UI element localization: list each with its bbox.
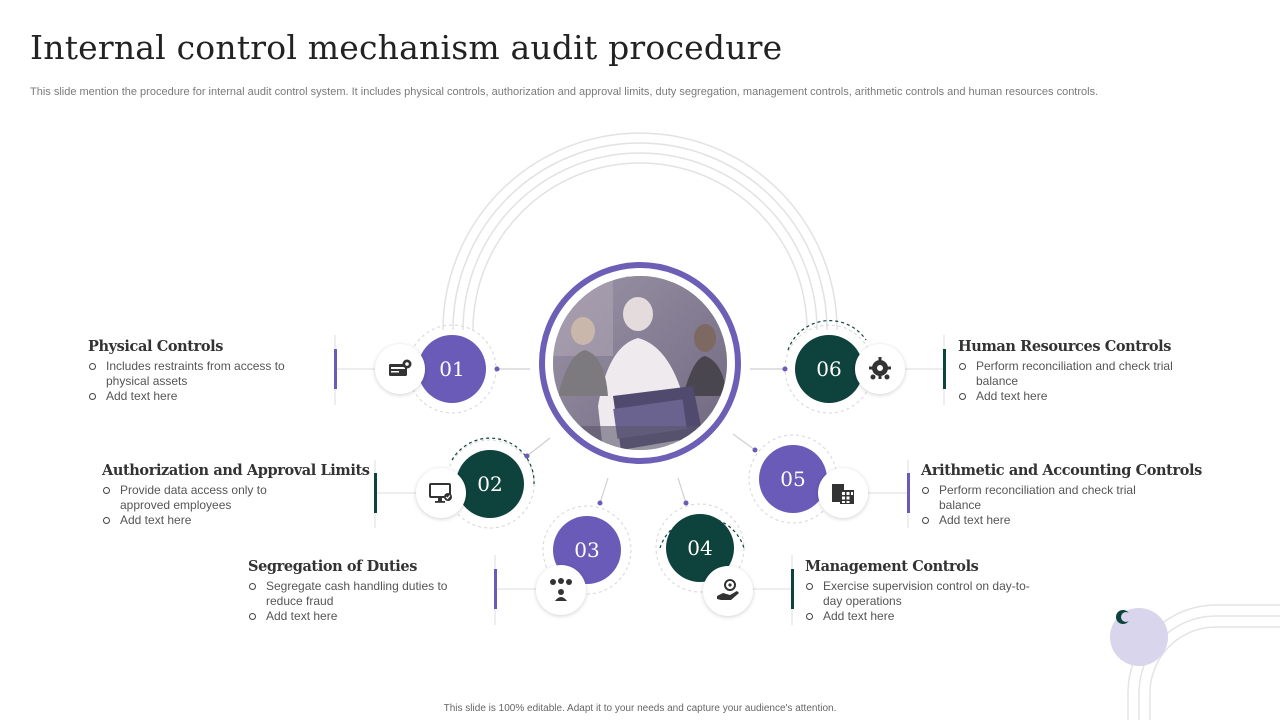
physical-controls-block: Physical Controls Includes restraints fr… (88, 338, 320, 404)
segregation-heading: Segregation of Duties (248, 558, 417, 575)
bullet-item: Add text here (958, 389, 1186, 404)
arithmetic-block: Arithmetic and Accounting Controls Perfo… (921, 462, 1202, 528)
human-resources-block: Human Resources Controls Perform reconci… (958, 338, 1186, 404)
accent-bar-06 (943, 349, 946, 389)
footer-note: This slide is 100% editable. Adapt it to… (443, 703, 837, 714)
authorization-block: Authorization and Approval Limits Provid… (102, 462, 370, 528)
card-gear-icon (375, 344, 425, 394)
bullet-item: Provide data access only to approved emp… (102, 483, 302, 513)
arithmetic-heading: Arithmetic and Accounting Controls (921, 462, 1202, 479)
calculator-icon (818, 468, 868, 518)
step-number-04: 04 (666, 514, 734, 582)
segregation-block: Segregation of Duties Segregate cash han… (248, 558, 474, 624)
step-number-06: 06 (795, 335, 863, 403)
bullet-item: Add text here (88, 389, 320, 404)
step-number-01: 01 (418, 335, 486, 403)
hand-gear-icon (703, 566, 753, 616)
accent-bar-05 (907, 473, 910, 513)
page-subtitle: This slide mention the procedure for int… (30, 86, 1099, 98)
bullet-item: Perform reconciliation and check trial b… (958, 359, 1186, 389)
physical-controls-heading: Physical Controls (88, 338, 223, 355)
team-meeting-photo (553, 276, 727, 450)
management-block: Management Controls Exercise supervision… (805, 558, 1045, 624)
people-gears-icon (536, 565, 586, 615)
step-number-05: 05 (759, 445, 827, 513)
human-resources-heading: Human Resources Controls (958, 338, 1171, 355)
authorization-heading: Authorization and Approval Limits (102, 462, 370, 479)
bullet-item: Exercise supervision control on day-to-d… (805, 579, 1045, 609)
step-number-02: 02 (456, 450, 524, 518)
page-title: Internal control mechanism audit procedu… (30, 28, 783, 67)
bullet-item: Segregate cash handling duties to reduce… (248, 579, 474, 609)
accent-bar-02 (374, 473, 377, 513)
bullet-item: Perform reconciliation and check trial b… (921, 483, 1149, 513)
monitor-check-icon (416, 468, 466, 518)
accent-bar-01 (334, 349, 337, 389)
accent-bar-03 (494, 569, 497, 609)
bullet-item: Add text here (805, 609, 1045, 624)
management-heading: Management Controls (805, 558, 979, 575)
accent-bar-04 (791, 569, 794, 609)
bullet-item: Includes restraints from access to physi… (88, 359, 320, 389)
bullet-item: Add text here (248, 609, 474, 624)
team-gear-icon (855, 344, 905, 394)
bullet-item: Add text here (921, 513, 1149, 528)
bullet-item: Add text here (102, 513, 302, 528)
